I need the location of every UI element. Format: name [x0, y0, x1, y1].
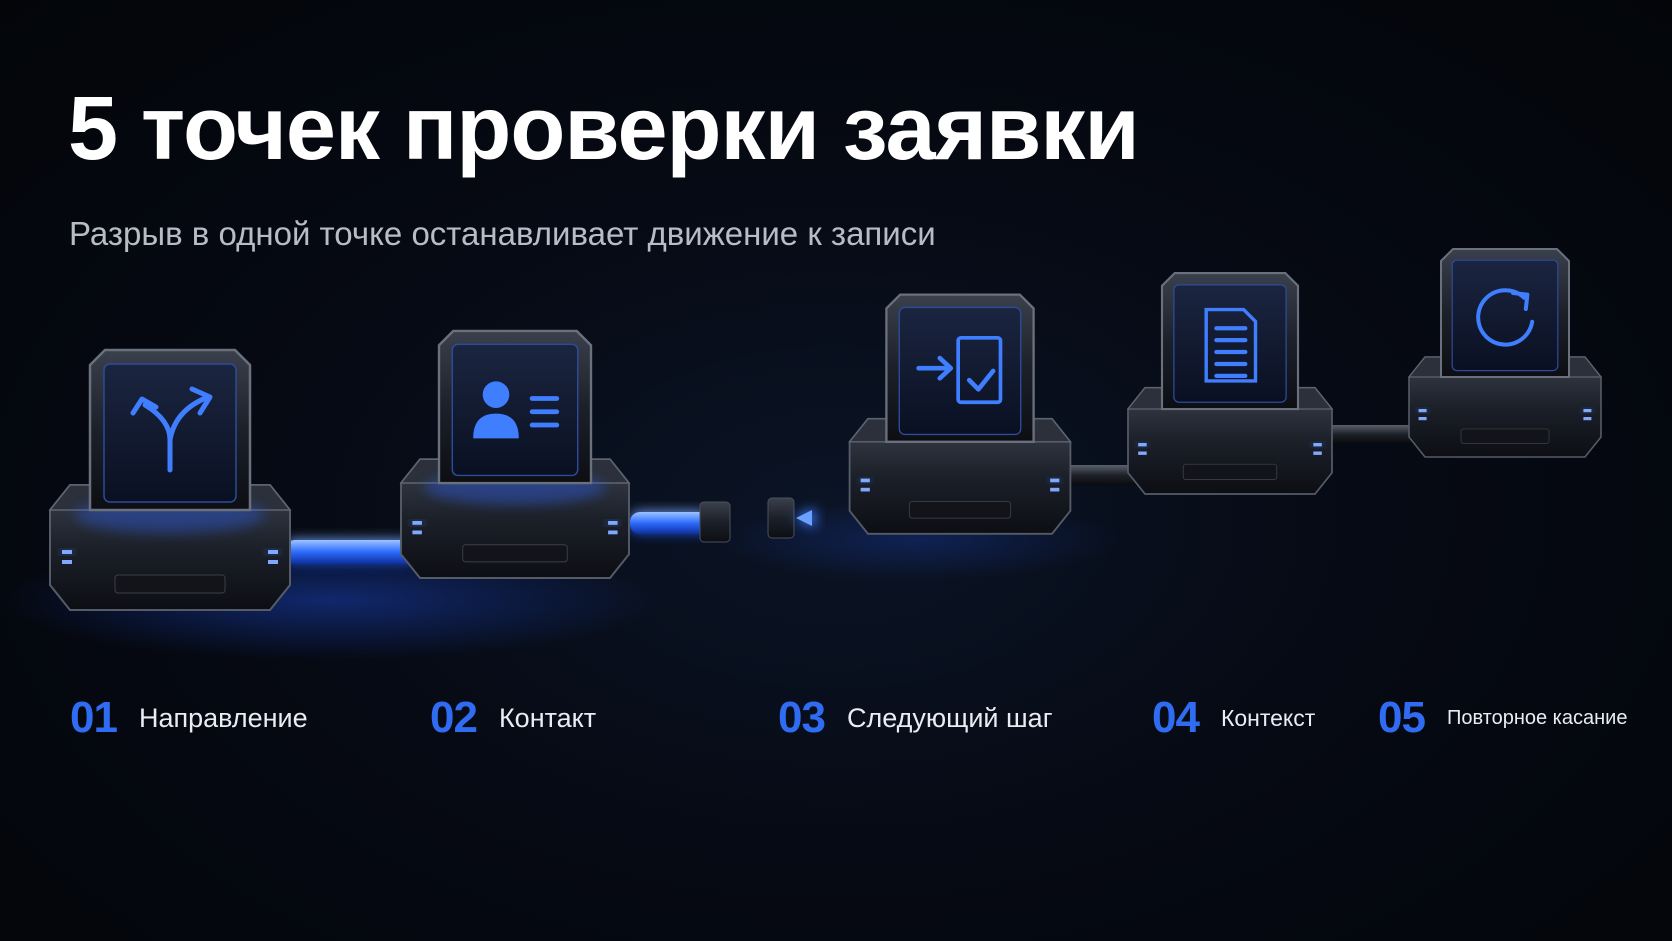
step-label-2: 02 Контакт: [430, 693, 596, 743]
step-number: 01: [70, 693, 118, 742]
step-title: Повторное касание: [1446, 706, 1628, 729]
document-icon: [1204, 307, 1258, 383]
step-number: 04: [1152, 693, 1200, 742]
step-label-4: 04 Контекст: [1152, 693, 1315, 743]
broken-link: [767, 497, 815, 539]
branch-arrow-icon: [130, 386, 213, 473]
step-title: Направление: [138, 702, 308, 733]
connector-2-break: [630, 501, 731, 543]
step-title: Контекст: [1220, 704, 1316, 731]
page-subtitle: Разрыв в одной точке останавливает движе…: [69, 215, 936, 252]
step-title: Контакт: [498, 702, 597, 733]
refresh-icon: [1476, 288, 1535, 347]
checkpoint-station-2: [399, 329, 631, 579]
step-number: 05: [1378, 693, 1426, 742]
checkpoint-station-4: [1126, 271, 1334, 495]
contact-card-icon: [473, 381, 560, 439]
connector-4-5: [1320, 425, 1420, 443]
checkpoint-station-3: [848, 293, 1072, 535]
checkpoint-station-5: [1407, 247, 1603, 458]
checkpoint-station-1: [48, 348, 292, 611]
step-number: 03: [778, 693, 826, 742]
connector-1-2: [285, 540, 415, 564]
step-label-3: 03 Следующий шаг: [778, 693, 1053, 743]
step-number: 02: [430, 693, 478, 742]
step-label-1: 01 Направление: [70, 693, 308, 743]
clipboard-check-icon: [916, 335, 1003, 405]
step-label-5: 05 Повторное касание: [1378, 693, 1627, 743]
step-title: Следующий шаг: [846, 702, 1053, 733]
page-title: 5 точек проверки заявки: [68, 79, 1140, 179]
